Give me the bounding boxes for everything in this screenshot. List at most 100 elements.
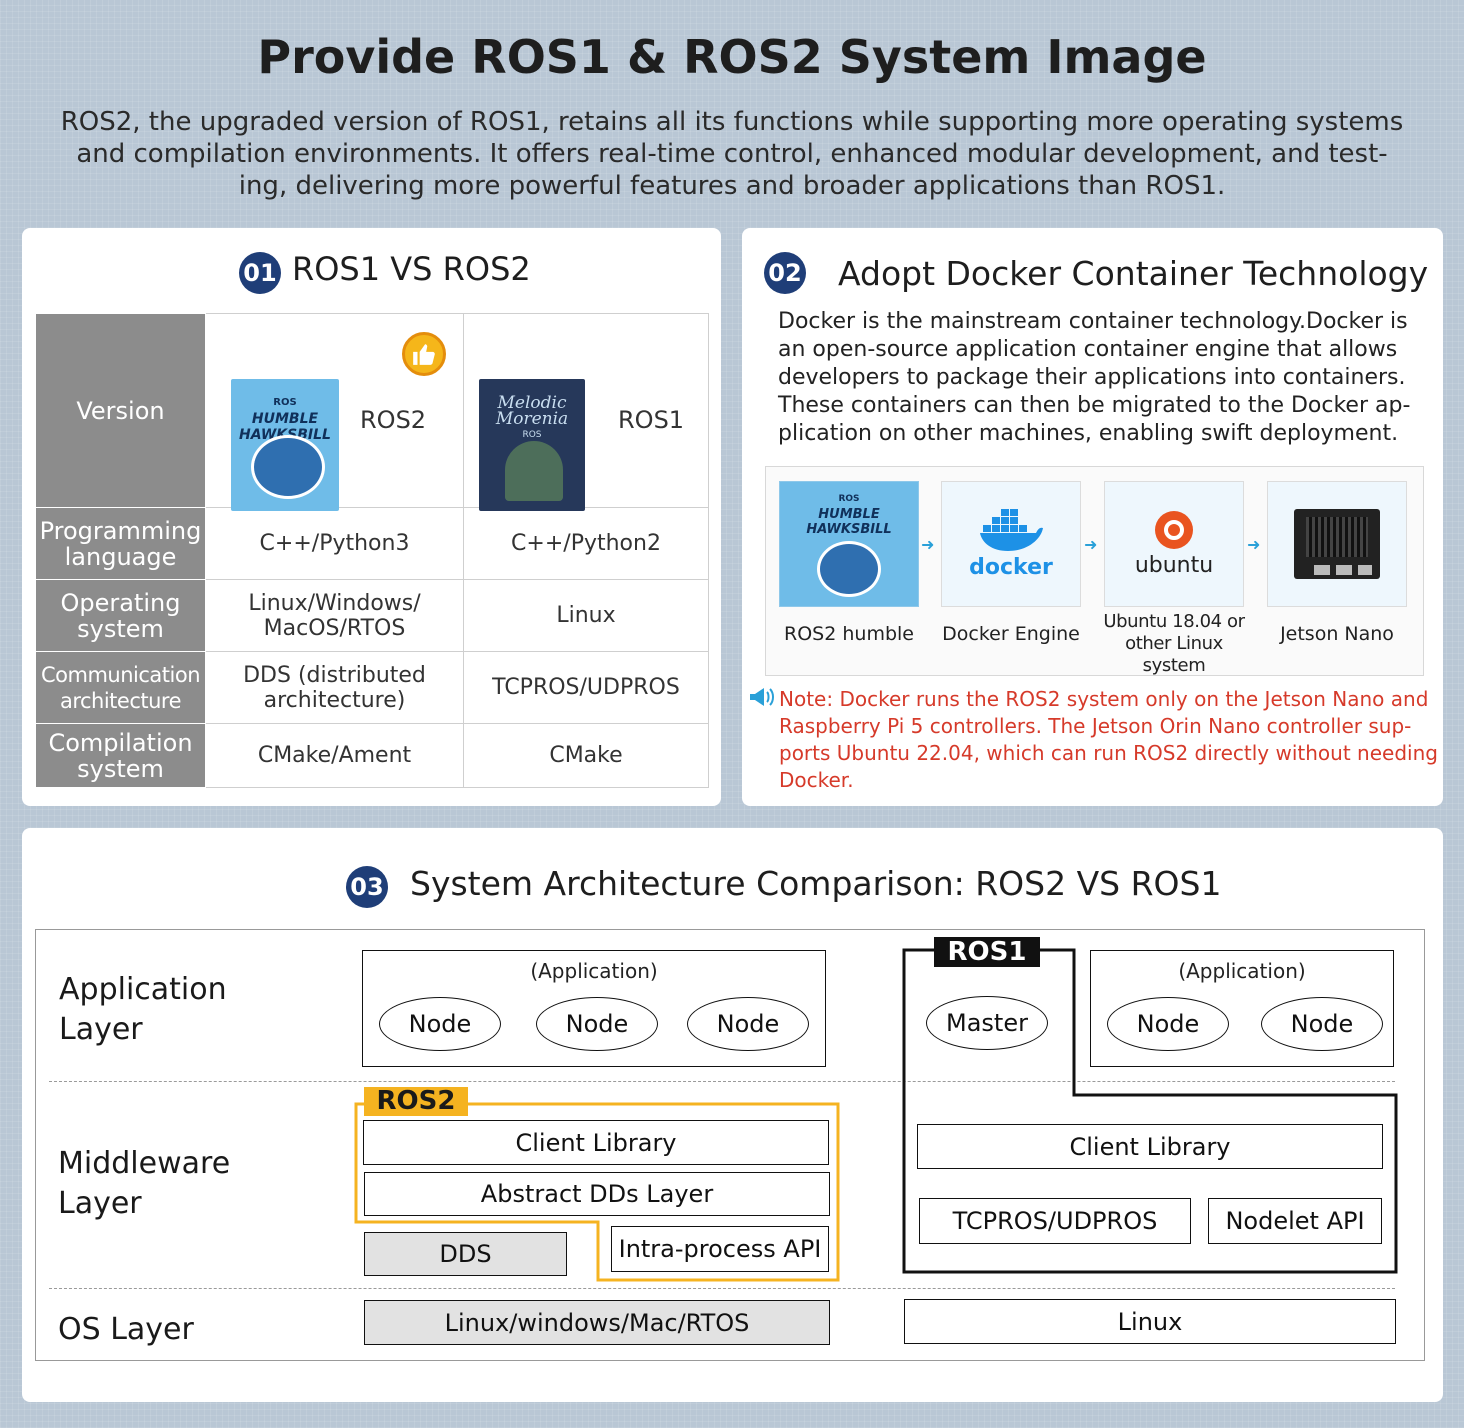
layer-line: Application (59, 972, 227, 1007)
label-line: Jetson Nano (1280, 623, 1394, 645)
ros2-outline (354, 1102, 840, 1282)
note-line: Raspberry Pi 5 controllers. The Jetson O… (779, 714, 1412, 738)
arrow-right-icon: ➜ (1247, 535, 1261, 554)
section-badge: 03 (346, 866, 388, 908)
musician-icon (505, 440, 563, 501)
cell-line: CMake/Ament (257, 743, 412, 768)
ros2-tag: ROS2 (364, 1087, 468, 1116)
cover-line: Melodic (497, 392, 567, 413)
comparison-table: Version ROS HUMBLE HAWKSBILL ROS2 (35, 313, 709, 788)
row-header-line: Operating (60, 588, 181, 617)
application-layer-label: Application Layer (59, 970, 227, 1050)
intro-line: ing, delivering more powerful features a… (238, 171, 1226, 201)
jetson-board-icon (1294, 509, 1380, 579)
turtle-icon (251, 434, 325, 499)
docker-wordmark: docker (969, 554, 1053, 580)
cell-line: TCPROS/UDPROS (492, 675, 680, 700)
desc-line: an open-source application container eng… (778, 337, 1398, 362)
layer-divider (49, 1081, 1395, 1082)
docker-description: Docker is the mainstream container techn… (778, 308, 1428, 448)
node-oval: Node (379, 997, 501, 1051)
cell-line: C++/Python2 (511, 531, 661, 556)
melodic-morenia-cover: Melodic Morenia ROS (479, 378, 585, 511)
cell-line: DDS (distributed (243, 662, 426, 688)
cover-line: Morenia (495, 408, 569, 429)
master-oval: Master (926, 996, 1048, 1050)
ros1-name: ROS1 (618, 406, 685, 434)
desc-line: These containers can then be migrated to… (778, 393, 1411, 418)
section-badge: 02 (764, 252, 806, 294)
flow-label: ROS2 humble (779, 623, 919, 645)
cell-line: Linux/Windows/ (248, 590, 421, 616)
os-layer-label: OS Layer (58, 1312, 194, 1347)
docker-whale-icon (980, 508, 1043, 551)
row-header-line: system (77, 754, 164, 783)
ros2-cell: CMake/Ament (205, 723, 464, 788)
architecture-diagram: Application Layer Middleware Layer OS La… (35, 929, 1425, 1361)
megaphone-icon (748, 686, 776, 708)
ros1-application-box: (Application) Node Node (1090, 950, 1394, 1067)
ros2-cell: C++/Python3 (205, 507, 464, 580)
section-title: ROS1 VS ROS2 (292, 250, 531, 288)
turtle-icon (817, 540, 881, 597)
layer-line: Layer (59, 1012, 143, 1047)
row-header-line: Programming (39, 516, 202, 545)
label-line: ROS2 humble (784, 623, 914, 645)
intro-line: and compilation environments. It offers … (76, 139, 1388, 169)
section-badge: 01 (239, 252, 281, 294)
logo-line: HUMBLE (818, 506, 880, 522)
flow-step-ubuntu: ubuntu (1104, 481, 1244, 607)
node-oval: Node (1107, 997, 1229, 1051)
flow-step-ros2: ROS HUMBLE HAWKSBILL (779, 481, 919, 607)
ros1-tag: ROS1 (934, 937, 1040, 967)
deployment-flow: ROS HUMBLE HAWKSBILL ➜ docker ➜ ubuntu (765, 466, 1424, 676)
ros2-client-library: Client Library (363, 1120, 829, 1165)
layer-line: Layer (58, 1186, 142, 1221)
application-caption: (Application) (1178, 959, 1306, 983)
cell-line: MacOS/RTOS (263, 615, 406, 641)
flow-label: Docker Engine (941, 623, 1081, 645)
logo-line: ROS (838, 493, 860, 504)
note-line: Note: Docker runs the ROS2 system only o… (779, 687, 1429, 711)
cell-line: Linux (556, 603, 616, 628)
node-oval: Node (536, 997, 658, 1051)
ros1-cell: TCPROS/UDPROS (463, 651, 709, 724)
node-oval: Node (1261, 997, 1383, 1051)
ros2-intra-process-api: Intra-process API (611, 1226, 829, 1272)
ros2-application-box: (Application) Node Node Node (362, 950, 826, 1067)
label-line: other Linux system (1125, 633, 1223, 676)
arrow-right-icon: ➜ (1084, 535, 1098, 554)
arrow-right-icon: ➜ (921, 535, 935, 554)
page-title: Provide ROS1 & ROS2 System Image (257, 30, 1207, 84)
flow-step-jetson (1267, 481, 1407, 607)
middleware-layer-label: Middleware Layer (58, 1144, 230, 1224)
desc-line: plication on other machines, enabling sw… (778, 421, 1399, 446)
row-header-line: system (77, 614, 164, 643)
node-oval: Node (687, 997, 809, 1051)
row-header-line: Compilation (48, 728, 193, 757)
ros1-cell: C++/Python2 (463, 507, 709, 580)
flow-label: Jetson Nano (1267, 623, 1407, 645)
ros1-cell: Linux (463, 579, 709, 652)
section-title: Adopt Docker Container Technology (838, 254, 1429, 293)
label-line: Ubuntu 18.04 or (1103, 611, 1245, 632)
section-title: System Architecture Comparison: ROS2 VS … (410, 864, 1222, 903)
panel-ros-comparison: 01 ROS1 VS ROS2 Version ROS HUMBLE HAWKS… (22, 228, 721, 806)
ros1-client-library: Client Library (917, 1124, 1383, 1169)
intro-text: ROS2, the upgraded version of ROS1, reta… (60, 106, 1404, 202)
note-line: ports Ubuntu 22.04, which can run ROS2 d… (779, 741, 1438, 765)
flow-step-docker: docker (941, 481, 1081, 607)
cover-brand: ROS (522, 429, 542, 440)
ros1-os: Linux (904, 1299, 1396, 1344)
thumbs-up-icon (402, 332, 446, 376)
ros1-cell: CMake (463, 723, 709, 788)
version-header: Version (35, 313, 206, 508)
panel-docker: 02 Adopt Docker Container Technology Doc… (742, 228, 1443, 806)
ros1-transport: TCPROS/UDPROS (919, 1198, 1191, 1244)
cover-line: HUMBLE (251, 410, 319, 427)
